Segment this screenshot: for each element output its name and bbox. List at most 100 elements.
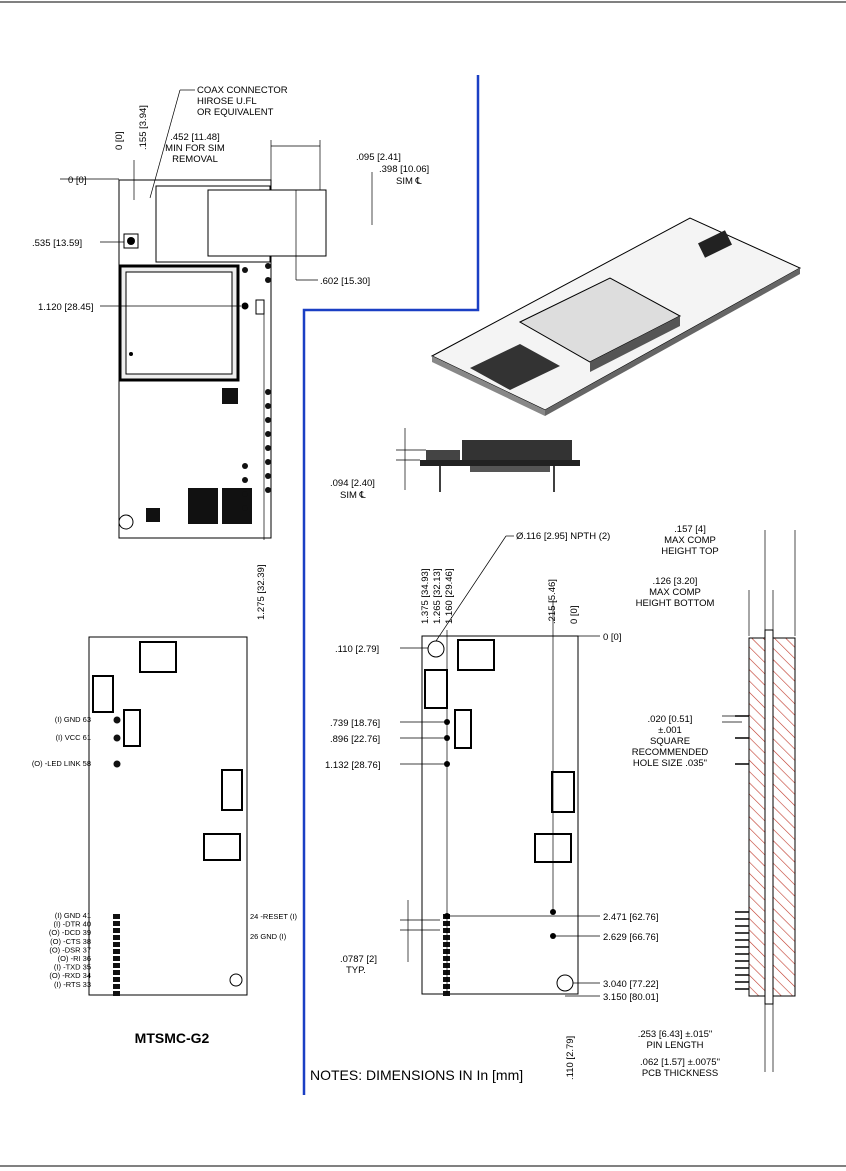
bottom-pin — [443, 921, 450, 926]
pinout-mount-hole — [229, 973, 243, 987]
bottom-vdim: 1.375 [34.93] — [420, 569, 431, 624]
pin-label-bottom: (O) -CTS 38 — [50, 937, 91, 946]
top-pin — [265, 389, 271, 395]
sim-card — [207, 189, 327, 257]
bottom-comp-1: .126 [3.20] — [653, 576, 698, 587]
pinout-pin — [113, 914, 120, 919]
pinout-crystal — [221, 769, 243, 811]
bottom-vdim: 1.160 [29.46] — [444, 569, 455, 624]
bottom-pin — [443, 942, 450, 947]
top-pin — [242, 491, 248, 497]
side-pcb — [420, 460, 580, 466]
isometric-view — [430, 217, 802, 416]
pcb-thickness-2: PCB THICKNESS — [642, 1068, 718, 1079]
bottom-crystal — [551, 771, 575, 813]
npth-label: Ø.116 [2.95] NPTH (2) — [516, 531, 610, 542]
pin-label-bottom: (O) -RXD 34 — [49, 971, 91, 980]
pinout-labels-bottom: (I) GND 41(I) -DTR 40(O) -DCD 39(O) -CTS… — [49, 911, 91, 989]
pinout-pin — [113, 963, 120, 968]
edge-pin-row — [735, 715, 749, 990]
top-pin — [242, 477, 248, 483]
top-pin — [265, 263, 271, 269]
pin-spec-2: ±.001 — [658, 725, 682, 736]
bottom-pin — [443, 949, 450, 954]
bottom-pin — [443, 963, 450, 968]
bottom-cap — [424, 669, 448, 709]
pin-label-top: (I) GND 63 — [55, 715, 91, 724]
top-pin — [265, 431, 271, 437]
iso-module-side — [590, 316, 680, 372]
dim-1120: 1.120 [28.45] — [38, 302, 93, 313]
bdim-739: .739 [18.76] — [330, 718, 380, 729]
dim-398: .398 [10.06] — [379, 164, 429, 175]
bottom-view: Ø.116 [2.95] NPTH (2) 1.375 [34.93]1.265… — [325, 531, 658, 1080]
pin-length-1: .253 [6.43] ±.015" — [638, 1029, 713, 1040]
pin1-dot — [129, 352, 133, 356]
iso-part — [698, 230, 732, 258]
rdim-3150: 3.150 [80.01] — [603, 992, 658, 1003]
bdim-110: .110 [2.79] — [335, 644, 379, 655]
pcb-thickness-1: .062 [1.57] ±.0075" — [640, 1057, 720, 1068]
top-view: COAX CONNECTOR HIROSE U.FL OR EQUIVALENT… — [32, 85, 429, 620]
dim-1275: 1.275 [32.39] — [256, 565, 267, 620]
pin-label-bottom: (O) -DSR 37 — [49, 945, 91, 954]
dim-0-vertical: 0 [0] — [114, 132, 125, 151]
bottom-comp-2: MAX COMP — [649, 587, 701, 598]
pin-label-gnd26: 26 GND (I) — [250, 932, 287, 941]
pinout-pin — [113, 970, 120, 975]
top-pin-row — [242, 263, 271, 511]
pitch-label: .0787 [2] — [340, 954, 377, 965]
pinout-sim-part — [139, 641, 177, 673]
dim-535: .535 [13.59] — [32, 238, 82, 249]
pinout-reg — [123, 709, 141, 747]
top-pin — [265, 487, 271, 493]
bottom-pin — [443, 928, 450, 933]
bottom-vdim: 1.265 [32.13] — [432, 569, 443, 624]
sim-removal-1: .452 [11.48] — [170, 132, 219, 143]
pin-spec-3: SQUARE — [650, 736, 690, 747]
module-inner — [125, 271, 233, 375]
dim-094: .094 [2.40] — [330, 478, 375, 489]
bottom-pin — [443, 970, 450, 975]
coax-label-3: OR EQUIVALENT — [197, 107, 274, 118]
top-pin — [265, 459, 271, 465]
side-bottom-parts — [470, 466, 550, 472]
top-pin — [242, 505, 248, 511]
pin-label-bottom: (I) -TXD 35 — [54, 963, 91, 972]
pin-label-top: (I) VCC 61 — [56, 733, 91, 742]
ref-point-1120 — [241, 302, 249, 310]
pitch-typ: TYP. — [346, 965, 366, 976]
sim-detect-part — [255, 299, 265, 315]
pin-spec-1: .020 [0.51] — [648, 714, 693, 725]
top-pin — [265, 277, 271, 283]
iso-board-edge — [432, 356, 545, 416]
top-comp-3: HEIGHT TOP — [661, 546, 719, 557]
small-part — [146, 508, 160, 522]
connector-part-a — [188, 488, 218, 524]
mount-hole-top — [118, 514, 134, 530]
pin-label-bottom: (O) -RI 36 — [58, 954, 91, 963]
dim-095: .095 [2.41] — [356, 152, 401, 163]
side-module — [462, 440, 572, 460]
coax-label-2: HIROSE U.FL — [197, 96, 257, 107]
bottom-pin — [443, 991, 450, 996]
pinout-pin — [113, 935, 120, 940]
bottom-pin — [443, 935, 450, 940]
bottom-vdim: .215 [5.46] — [547, 579, 558, 624]
edge-view: .157 [4] MAX COMP HEIGHT TOP .126 [3.20]… — [632, 524, 796, 1079]
bdim-896: .896 [22.76] — [330, 734, 380, 745]
pinout-pin — [113, 942, 120, 947]
pinout-pin — [113, 734, 121, 742]
pin-spec-4: RECOMMENDED — [632, 747, 709, 758]
pinout-pin — [113, 984, 120, 989]
section-divider — [302, 75, 480, 1095]
top-pin — [265, 473, 271, 479]
npth-hole-top — [427, 640, 445, 658]
sim-removal-3: REMOVAL — [172, 154, 218, 165]
iso-board-side — [545, 268, 800, 416]
dim-602: .602 [15.30] — [320, 276, 370, 287]
pinout-labels-top: (I) GND 63(I) VCC 61(O) -LED LINK 58 — [32, 715, 91, 768]
bottom-reg — [454, 709, 472, 749]
pinout-pin — [113, 716, 121, 724]
